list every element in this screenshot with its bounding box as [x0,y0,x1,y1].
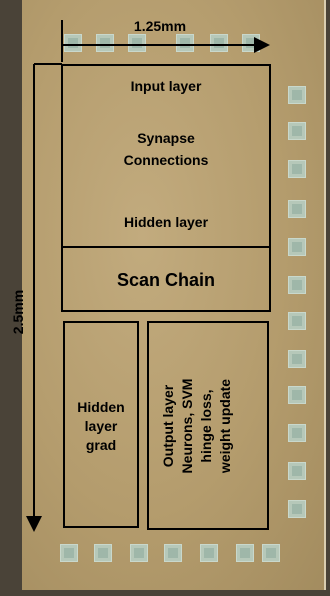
output-label-line4: weight update [217,356,233,496]
width-label: 1.25mm [120,18,200,34]
hidden-grad-line3: grad [63,437,139,453]
synapse-label-line1: Synapse [61,130,271,146]
scan-chain-label: Scan Chain [61,270,271,291]
hidden-layer-label: Hidden layer [61,214,271,230]
hidden-grad-line2: layer [63,418,139,434]
height-label: 2.5mm [10,282,26,342]
hidden-grad-line1: Hidden [63,399,139,415]
input-layer-label: Input layer [61,78,271,94]
synapse-label-line2: Connections [61,152,271,168]
output-label-line1: Output layer [160,356,176,496]
output-label-line3: hinge loss, [198,356,214,496]
output-label-line2: Neurons, SVM [179,356,195,496]
